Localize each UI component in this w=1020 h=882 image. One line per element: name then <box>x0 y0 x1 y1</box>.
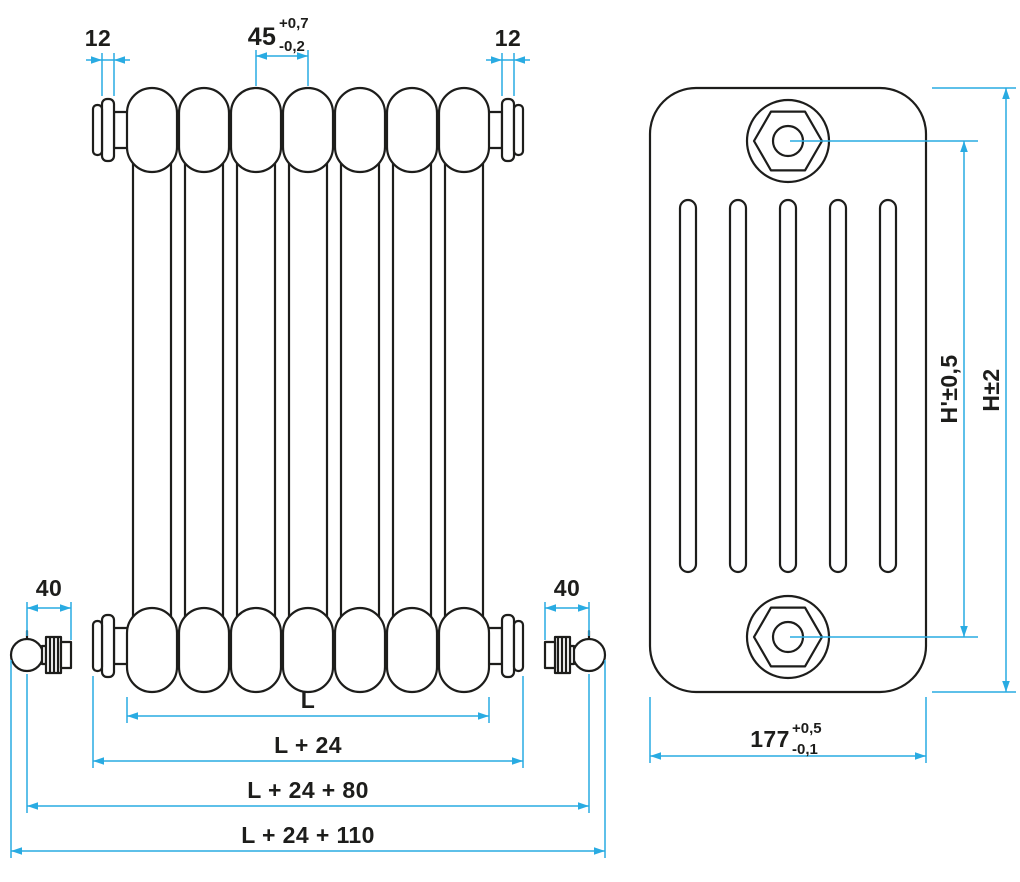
dim-label-pitch-tol-minus: -0,2 <box>279 38 305 55</box>
dim-label-pitch: 45 <box>248 23 277 51</box>
dim-label-length-plus-24-110: L + 24 + 110 <box>241 822 375 848</box>
boss-top-left <box>91 97 130 163</box>
radiator-column <box>229 86 283 694</box>
side-slot <box>778 198 798 574</box>
radiator-column <box>437 86 491 694</box>
boss-bottom-right <box>486 613 525 679</box>
dimension-boss-left: 12 <box>85 25 130 96</box>
boss-top-right <box>486 97 525 163</box>
dimension-length-plus-24-80: L + 24 + 80 <box>26 674 590 813</box>
radiator-column <box>177 86 231 694</box>
dimension-pitch: 45 +0,7 -0,2 <box>248 15 309 86</box>
dimension-center-distance: H'±0,5 <box>790 140 978 638</box>
radiator-column <box>281 86 335 694</box>
boss-bottom-left <box>91 613 130 679</box>
radiator-column <box>125 86 179 694</box>
dim-label-pitch-tol-plus: +0,7 <box>279 15 309 32</box>
radiator-column <box>385 86 439 694</box>
dim-label-length: L <box>301 687 315 713</box>
dim-label-overall-height: H±2 <box>978 368 1004 411</box>
dimension-valve-left: 40 <box>26 575 72 640</box>
dim-label-boss-right: 12 <box>495 25 521 51</box>
dimension-depth: 177 +0,5 -0,1 <box>649 697 927 763</box>
side-slot <box>828 198 848 574</box>
dimension-length-plus-24-110: L + 24 + 110 <box>10 660 606 858</box>
side-slot <box>878 198 898 574</box>
side-slot <box>678 198 698 574</box>
front-view <box>9 86 607 694</box>
dim-label-depth: 177 <box>750 726 790 752</box>
dim-label-length-plus-24-80: L + 24 + 80 <box>247 777 369 803</box>
valve-left <box>9 629 73 675</box>
dim-label-valve-left: 40 <box>36 575 62 601</box>
dimension-length: L <box>126 687 490 723</box>
side-slot <box>728 198 748 574</box>
dim-label-depth-tol-minus: -0,1 <box>792 741 818 758</box>
dim-label-length-plus-24: L + 24 <box>274 732 342 758</box>
dim-label-valve-right: 40 <box>554 575 580 601</box>
side-view <box>648 86 928 694</box>
dimension-valve-right: 40 <box>544 575 590 640</box>
dim-label-boss-left: 12 <box>85 25 111 51</box>
radiator-column <box>333 86 387 694</box>
dimension-overall-height: H±2 <box>932 87 1016 693</box>
dimension-boss-right: 12 <box>486 25 530 96</box>
dim-label-center-distance: H'±0,5 <box>936 354 962 423</box>
dimension-length-plus-24: L + 24 <box>92 676 524 768</box>
dim-label-depth-tol-plus: +0,5 <box>792 720 822 737</box>
valve-right <box>543 629 607 675</box>
